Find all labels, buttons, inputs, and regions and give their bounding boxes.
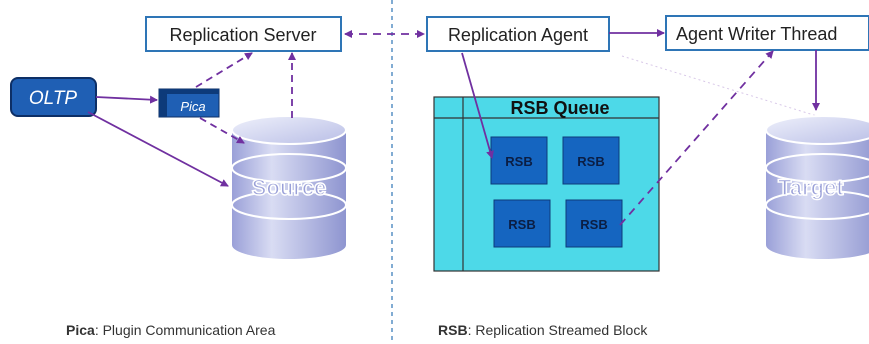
rsb-block-4: RSB <box>565 199 623 248</box>
rsb-block-3: RSB <box>493 199 551 248</box>
legend-pica-term: Pica <box>66 322 95 338</box>
legend-pica: Pica: Plugin Communication Area <box>66 322 275 338</box>
replication-agent-label: Replication Agent <box>448 25 588 45</box>
oltp-label: OLTP <box>29 88 78 109</box>
target-label: Target <box>778 175 844 200</box>
rsb-block-2-label: RSB <box>577 154 604 169</box>
agent-writer-thread-label: Agent Writer Thread <box>676 24 837 44</box>
agent-writer-thread-box: Agent Writer Thread <box>665 15 869 51</box>
legend-rsb-term: RSB <box>438 322 468 338</box>
rsb-block-4-label: RSB <box>580 217 607 232</box>
source-database: Source <box>231 115 347 259</box>
legend-rsb: RSB: Replication Streamed Block <box>438 322 647 338</box>
arrow-oltp-pica <box>95 95 158 104</box>
arrow-pica-server <box>195 52 253 88</box>
replication-server-box: Replication Server <box>145 16 342 52</box>
pica-label: Pica <box>180 99 205 114</box>
arrow-pica-source <box>199 117 245 144</box>
replication-agent-box: Replication Agent <box>426 16 610 52</box>
rsb-block-1: RSB <box>490 136 548 185</box>
legend-rsb-definition: : Replication Streamed Block <box>467 322 648 338</box>
rsb-queue-title: RSB Queue <box>510 98 609 118</box>
rsb-block-2: RSB <box>562 136 620 185</box>
rsb-block-1-label: RSB <box>505 154 532 169</box>
rsb-block-3-label: RSB <box>508 217 535 232</box>
pica-box: Pica <box>158 88 220 118</box>
arrow-agent-rsb <box>461 52 494 159</box>
oltp-box: OLTP <box>10 77 97 117</box>
arrow-rsb-writer <box>619 50 774 226</box>
source-label: Source <box>252 175 327 200</box>
target-database: Target <box>765 115 869 259</box>
replication-server-label: Replication Server <box>169 25 316 45</box>
arrow-oltp-source <box>87 111 229 187</box>
faint-connector <box>621 55 831 121</box>
legend-pica-definition: : Plugin Communication Area <box>94 322 276 338</box>
